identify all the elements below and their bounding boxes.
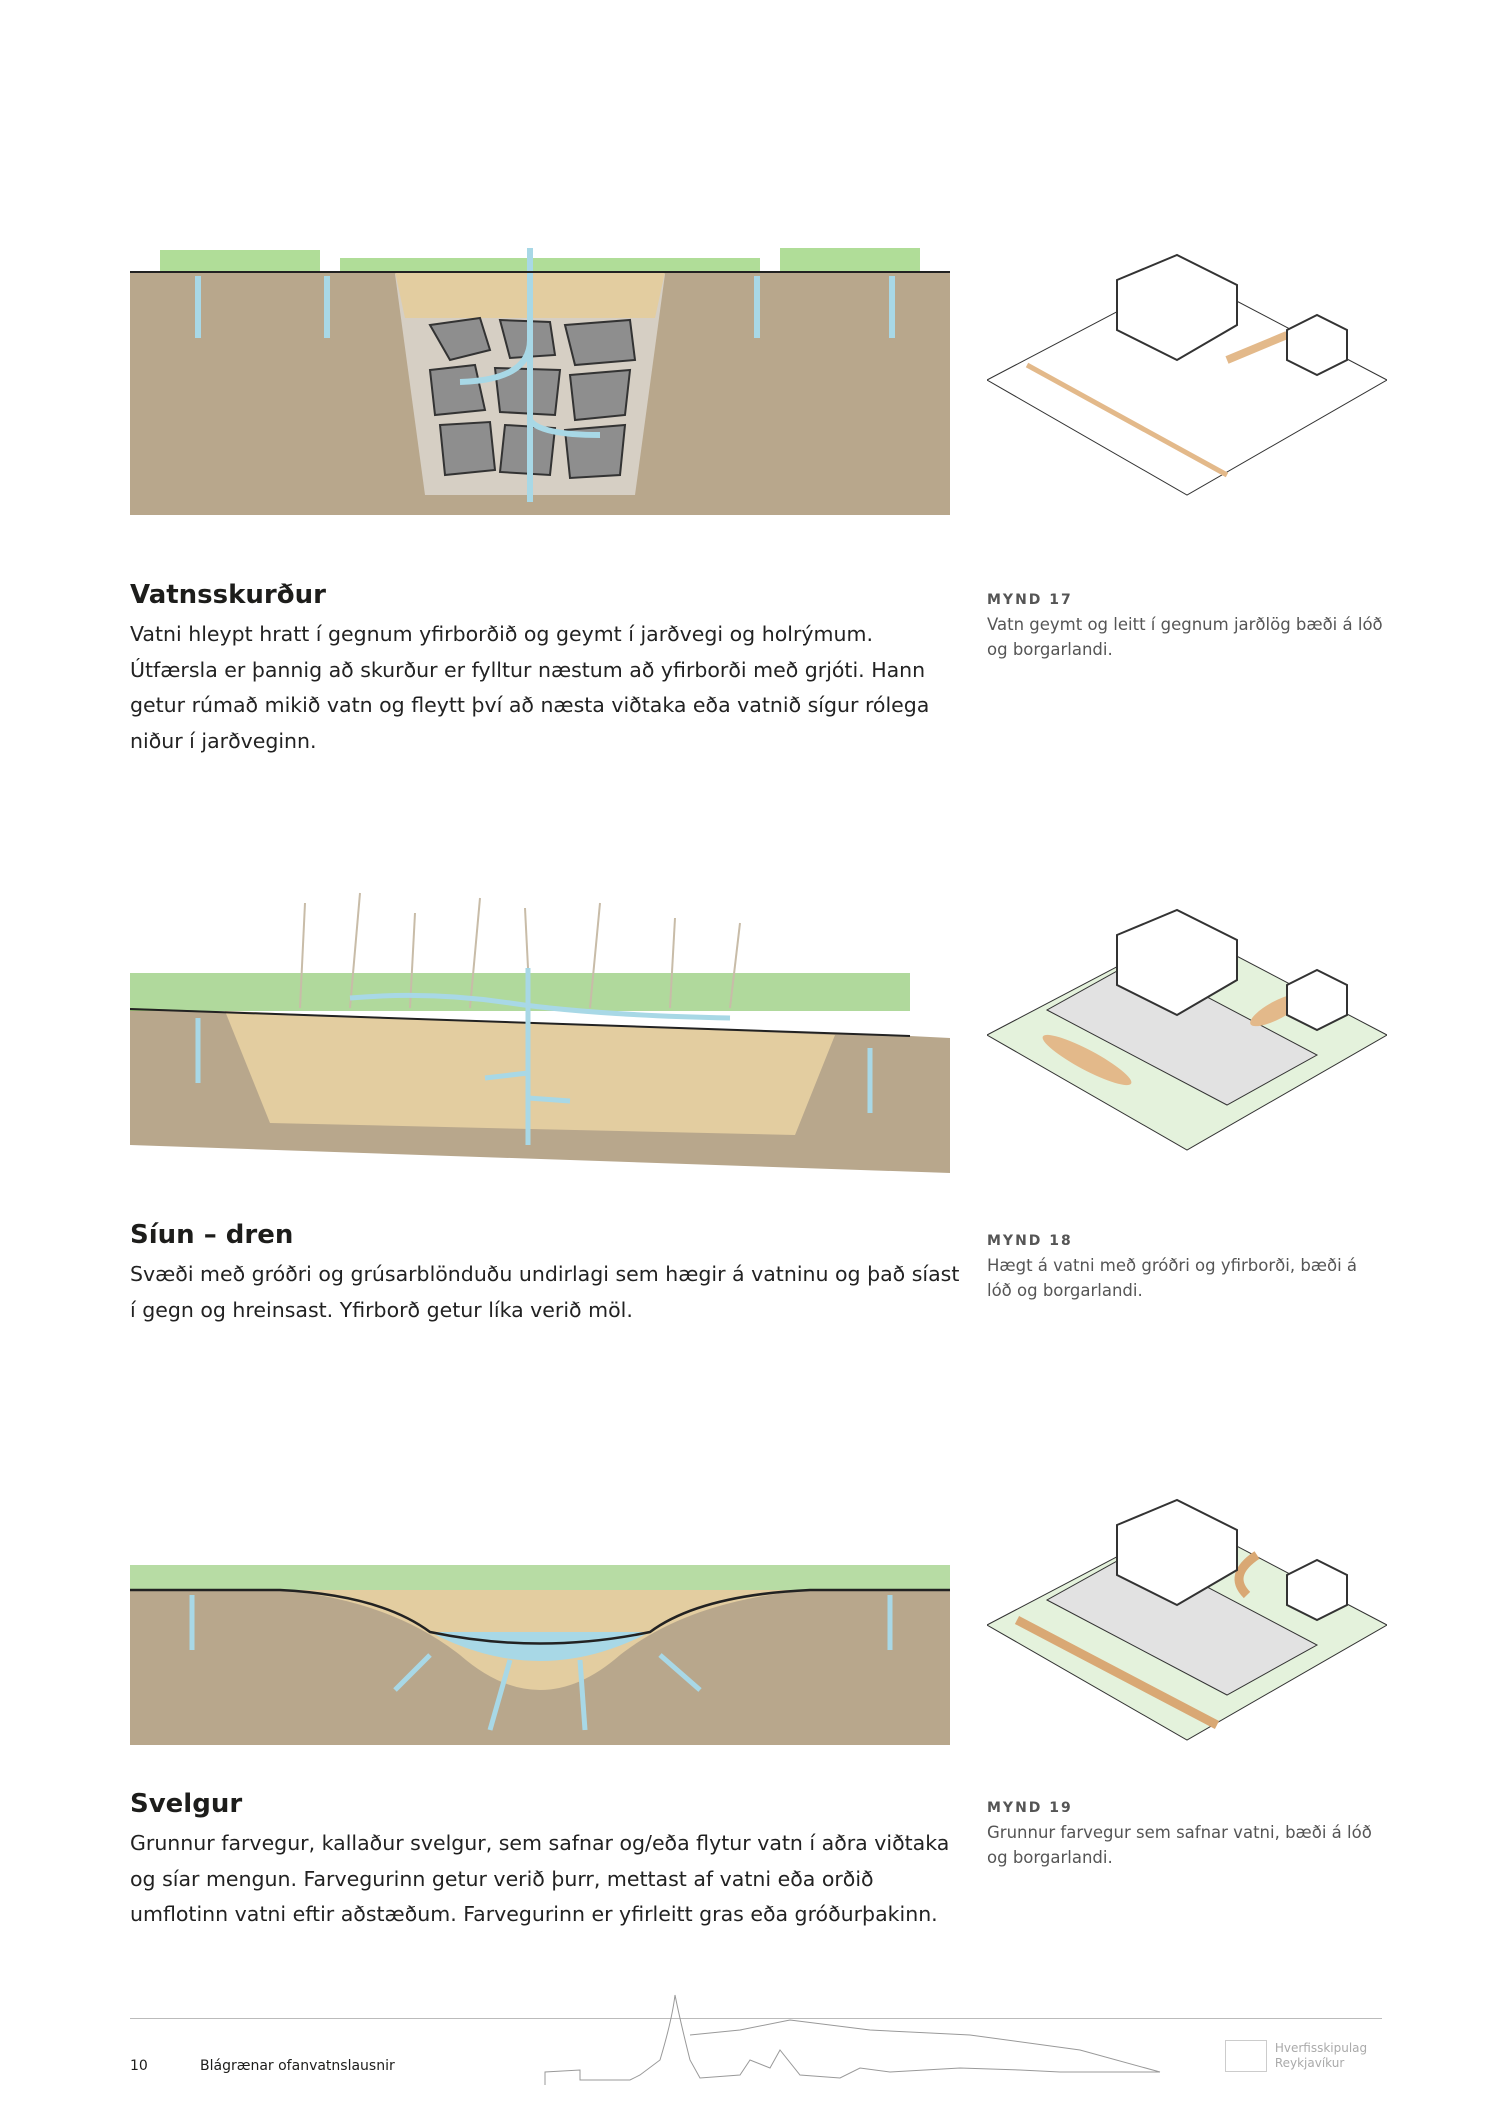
figure-caption-18: MYND 18 Hægt á vatni með gróðri og yfirb… — [987, 1233, 1387, 1303]
logo-line-2: Reykjavíkur — [1274, 2056, 1345, 2070]
trench-cross-section-illustration — [130, 248, 950, 515]
skyline-drawing — [544, 1994, 1161, 2085]
filtration-cross-section-illustration — [130, 892, 950, 1173]
isometric-street-figure-19 — [987, 1498, 1387, 1741]
hverfisskipulag-logo: Hverfisskipulag Reykjavíkur — [1225, 2040, 1367, 2072]
figure-caption-text: Vatn geymt og leitt í gegnum jarðlög bæð… — [987, 615, 1383, 659]
figure-caption-text: Grunnur farvegur sem safnar vatni, bæði … — [987, 1823, 1372, 1867]
section-body-siun-dren: Svæði með gróðri og grúsarblönduðu undir… — [130, 1262, 960, 1322]
section-heading-svelgur: Svelgur — [130, 1789, 243, 1819]
logo-icon — [1225, 2040, 1267, 2072]
isometric-street-figure-17 — [987, 253, 1387, 496]
section-heading-vatnsskurdur: Vatnsskurður — [130, 580, 326, 610]
document-title: Blágrænar ofanvatnslausnir — [200, 2058, 395, 2074]
footer-divider — [130, 2018, 1382, 2019]
page-number: 10 — [130, 2058, 148, 2074]
section-heading-siun-dren: Síun – dren — [130, 1220, 294, 1250]
section-body-svelgur: Grunnur farvegur, kallaður svelgur, sem … — [130, 1831, 950, 1926]
figure-caption-19: MYND 19 Grunnur farvegur sem safnar vatn… — [987, 1800, 1387, 1870]
swale-cross-section-illustration — [130, 1565, 950, 1745]
figure-caption-text: Hægt á vatni með gróðri og yfirborði, bæ… — [987, 1256, 1358, 1300]
section-body-vatnsskurdur: Vatni hleypt hratt í gegnum yfirborðið o… — [130, 622, 930, 753]
figure-label: MYND 17 — [987, 592, 1073, 608]
figure-label: MYND 19 — [987, 1800, 1073, 1816]
isometric-street-figure-18 — [987, 908, 1387, 1151]
figure-label: MYND 18 — [987, 1233, 1073, 1249]
logo-line-1: Hverfisskipulag — [1274, 2041, 1368, 2055]
figure-caption-17: MYND 17 Vatn geymt og leitt í gegnum jar… — [987, 592, 1387, 662]
